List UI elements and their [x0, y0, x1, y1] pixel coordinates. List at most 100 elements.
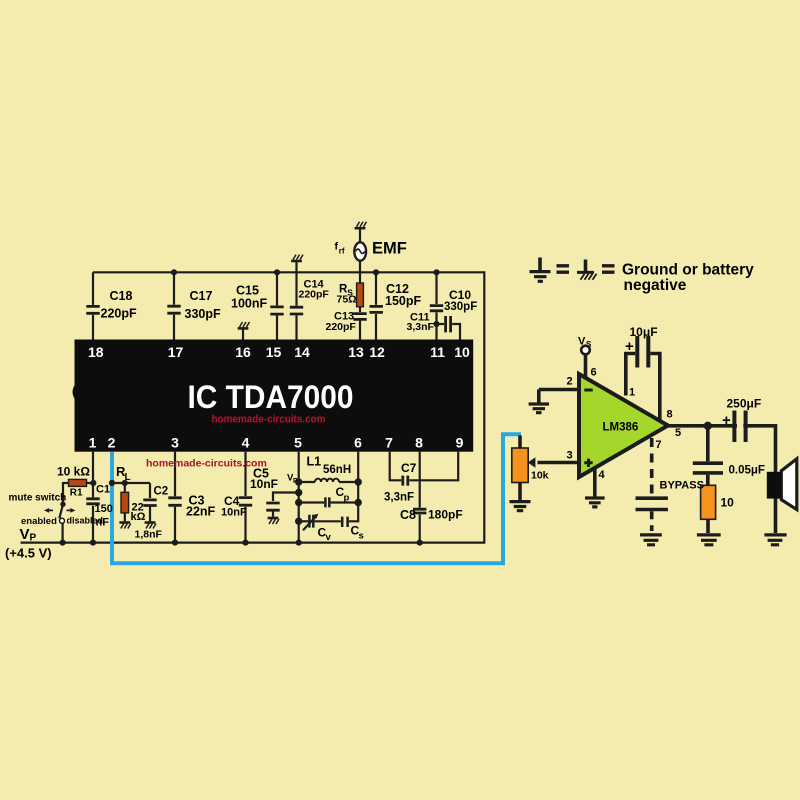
- svg-text:250μF: 250μF: [727, 397, 762, 411]
- svg-text:negative: negative: [624, 277, 687, 294]
- svg-text:8: 8: [415, 435, 423, 451]
- svg-text:nF: nF: [96, 517, 110, 529]
- svg-text:6: 6: [591, 367, 597, 379]
- svg-text:18: 18: [88, 344, 104, 360]
- svg-text:10: 10: [454, 344, 470, 360]
- svg-text:(+4.5 V): (+4.5 V): [5, 546, 52, 561]
- svg-text:1,8nF: 1,8nF: [135, 529, 163, 541]
- svg-text:3,3nF: 3,3nF: [384, 492, 414, 504]
- svg-text:V: V: [578, 336, 586, 348]
- svg-text:Ground or battery: Ground or battery: [622, 262, 754, 279]
- svg-text:EMF: EMF: [372, 240, 407, 258]
- svg-text:22nF: 22nF: [186, 505, 216, 519]
- svg-text:S: S: [347, 288, 353, 298]
- svg-text:kΩ: kΩ: [131, 511, 146, 523]
- svg-text:330pF: 330pF: [444, 301, 477, 313]
- svg-text:C3: C3: [189, 494, 205, 508]
- svg-text:C1: C1: [96, 484, 110, 496]
- svg-text:4: 4: [599, 469, 606, 481]
- svg-text:3: 3: [567, 450, 573, 462]
- svg-text:10μF: 10μF: [630, 325, 658, 339]
- svg-text:10nF: 10nF: [250, 477, 278, 491]
- svg-text:10k: 10k: [531, 470, 549, 482]
- svg-text:16: 16: [235, 344, 251, 360]
- svg-text:150pF: 150pF: [385, 294, 421, 308]
- svg-text:1: 1: [629, 387, 635, 399]
- svg-text:C: C: [351, 524, 360, 538]
- svg-text:7: 7: [656, 439, 662, 451]
- svg-text:+: +: [722, 412, 731, 429]
- svg-text:R1: R1: [70, 488, 83, 499]
- svg-text:0.05μF: 0.05μF: [729, 465, 765, 477]
- svg-text:6: 6: [354, 435, 362, 451]
- svg-text:2: 2: [108, 435, 116, 451]
- svg-text:P: P: [293, 478, 298, 485]
- svg-text:+: +: [625, 338, 634, 355]
- svg-text:v: v: [326, 532, 332, 543]
- svg-text:V: V: [20, 526, 30, 543]
- svg-text:180pF: 180pF: [428, 508, 463, 522]
- svg-text:C: C: [336, 485, 345, 499]
- svg-text:f: f: [335, 241, 339, 253]
- svg-text:3: 3: [171, 435, 179, 451]
- svg-text:220pF: 220pF: [326, 321, 357, 333]
- svg-text:75Ω: 75Ω: [337, 294, 357, 306]
- svg-text:V: V: [287, 473, 294, 484]
- svg-text:10: 10: [721, 496, 735, 510]
- svg-text:L: L: [125, 472, 131, 483]
- svg-text:C18: C18: [110, 289, 133, 303]
- svg-text:4: 4: [242, 435, 250, 451]
- svg-text:C4: C4: [224, 494, 240, 508]
- svg-text:P: P: [30, 533, 37, 544]
- svg-text:22: 22: [132, 502, 144, 514]
- svg-text:5: 5: [294, 435, 302, 451]
- svg-text:11: 11: [430, 344, 445, 360]
- svg-text:C12: C12: [386, 282, 409, 296]
- svg-text:IC TDA7000: IC TDA7000: [188, 379, 354, 415]
- svg-text:C17: C17: [190, 289, 213, 303]
- svg-text:BYPASS: BYPASS: [660, 480, 704, 492]
- svg-text:p: p: [344, 493, 350, 504]
- svg-text:S: S: [586, 340, 592, 349]
- svg-text:C5: C5: [253, 467, 269, 481]
- svg-text:56nH: 56nH: [323, 464, 351, 476]
- svg-text:10 kΩ: 10 kΩ: [57, 465, 90, 479]
- svg-text:3,3nF: 3,3nF: [407, 321, 435, 333]
- svg-text:enabled: enabled: [21, 516, 57, 527]
- svg-text:C15: C15: [236, 284, 259, 298]
- svg-text:L1: L1: [307, 455, 322, 469]
- svg-text:R: R: [116, 464, 126, 479]
- svg-text:150: 150: [95, 503, 113, 515]
- svg-text:C13: C13: [334, 311, 354, 323]
- svg-text:2: 2: [567, 376, 573, 388]
- svg-text:C2: C2: [154, 486, 169, 498]
- svg-text:C: C: [318, 526, 327, 540]
- svg-text:C7: C7: [401, 461, 417, 475]
- svg-text:rf: rf: [339, 247, 345, 256]
- svg-text:disabled: disabled: [67, 516, 104, 526]
- svg-text:15: 15: [266, 344, 282, 360]
- svg-text:12: 12: [369, 344, 385, 360]
- svg-text:C11: C11: [410, 312, 430, 324]
- svg-text:homemade-circuits.com: homemade-circuits.com: [146, 458, 267, 470]
- svg-text:10nF: 10nF: [221, 507, 247, 519]
- svg-text:8: 8: [667, 409, 673, 421]
- svg-text:17: 17: [168, 344, 184, 360]
- svg-text:1: 1: [89, 435, 97, 451]
- svg-text:homemade-circuits.com: homemade-circuits.com: [212, 414, 326, 426]
- svg-text:7: 7: [385, 435, 393, 451]
- svg-text:14: 14: [294, 344, 310, 360]
- svg-text:100nF: 100nF: [231, 297, 267, 311]
- svg-text:13: 13: [348, 344, 364, 360]
- svg-text:C14: C14: [304, 279, 325, 291]
- svg-text:C8: C8: [400, 508, 416, 522]
- svg-text:LM386: LM386: [603, 422, 639, 434]
- svg-text:330pF: 330pF: [185, 307, 221, 321]
- svg-text:mute switch: mute switch: [9, 493, 67, 504]
- svg-text:C10: C10: [449, 288, 471, 302]
- svg-text:220pF: 220pF: [101, 307, 137, 321]
- svg-text:220pF: 220pF: [299, 289, 330, 301]
- svg-text:5: 5: [675, 427, 681, 439]
- svg-text:s: s: [359, 531, 364, 542]
- svg-text:9: 9: [456, 435, 464, 451]
